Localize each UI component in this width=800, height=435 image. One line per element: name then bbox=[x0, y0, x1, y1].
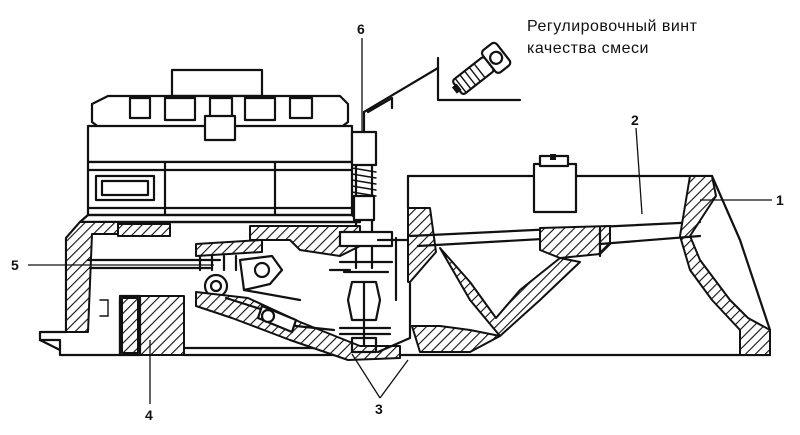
top-cover-assembly bbox=[78, 68, 362, 224]
label-4: 4 bbox=[145, 407, 153, 423]
caption-line-1: Регулировочный винт bbox=[527, 18, 698, 35]
part-4-block bbox=[118, 294, 185, 357]
adjusting-screw-detail bbox=[451, 41, 512, 95]
lever-mechanism bbox=[195, 239, 401, 361]
label-5: 5 bbox=[11, 257, 19, 273]
main-body bbox=[38, 220, 772, 357]
caption: Регулировочный винт качества смеси bbox=[527, 16, 697, 60]
label-1: 1 bbox=[776, 192, 784, 208]
label-3: 3 bbox=[375, 401, 383, 417]
leader-3 bbox=[351, 353, 409, 399]
needle-jet-assembly bbox=[328, 230, 412, 354]
leader-2 bbox=[635, 127, 643, 215]
label-6: 6 bbox=[357, 21, 365, 37]
float-chamber bbox=[406, 154, 772, 356]
label-2: 2 bbox=[631, 112, 639, 128]
quality-screw-rod bbox=[350, 56, 522, 234]
caption-line-2: качества смеси bbox=[527, 40, 649, 57]
leader-lines bbox=[28, 38, 772, 404]
